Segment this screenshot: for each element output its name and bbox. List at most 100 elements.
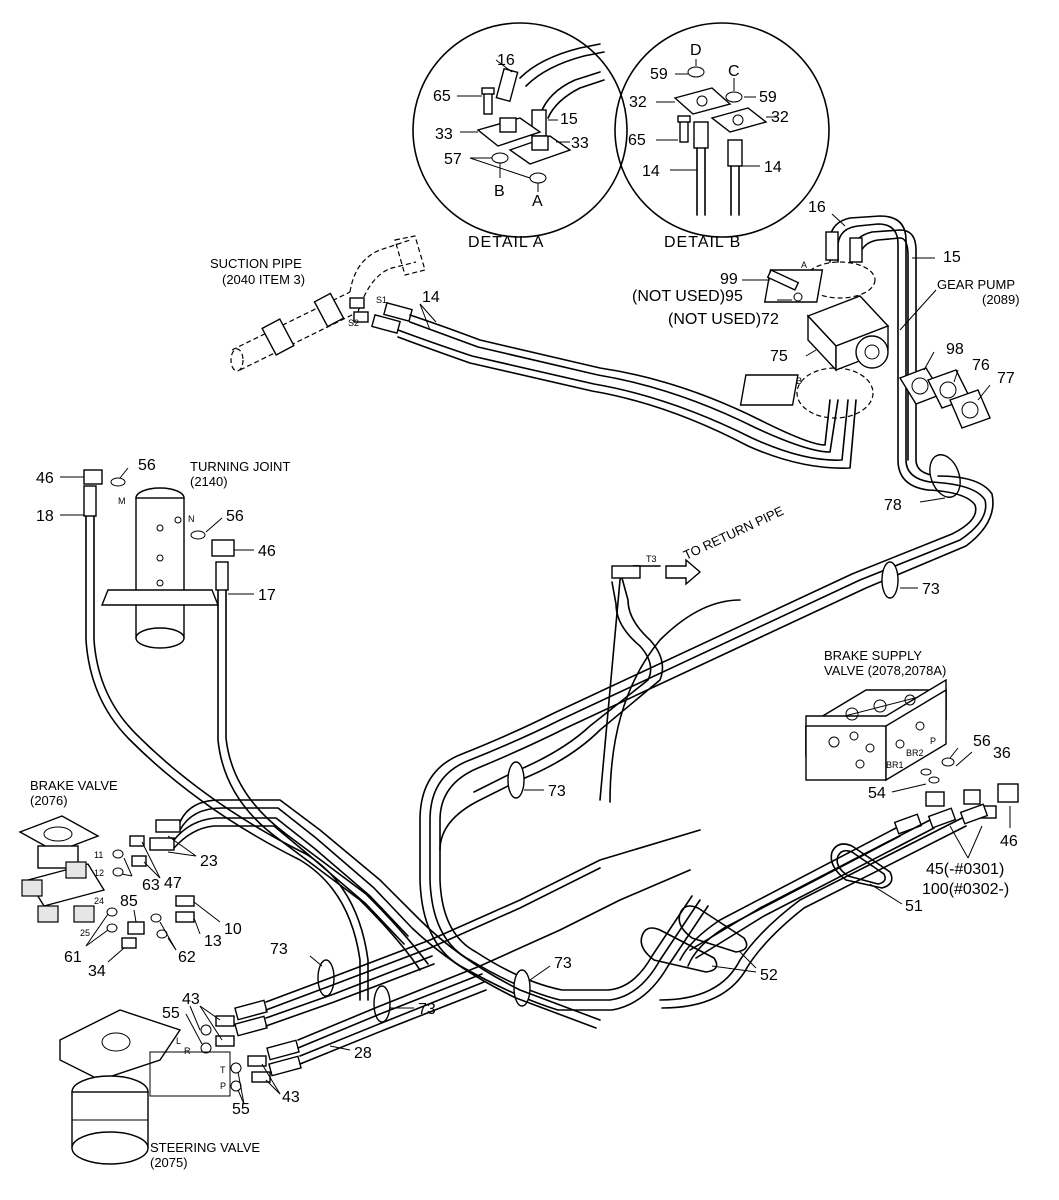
return-pipe-label: TO RETURN PIPE xyxy=(681,503,786,563)
callout-98: 98 xyxy=(946,341,964,358)
protectors: 51 52 xyxy=(640,843,923,984)
not-used-72: (NOT USED)72 xyxy=(668,311,779,328)
hoses-45-100: 45(-#0301) 100(#0302-) xyxy=(659,803,1009,1009)
brake-valve: BRAKE VALVE (2076) 11 12 24 25 23 63 4 xyxy=(18,778,601,1029)
callout-46-top: 46 xyxy=(36,470,54,487)
callout-63: 63 xyxy=(142,877,160,894)
detail-b-label-32-left: 32 xyxy=(629,94,647,111)
port-s1: S1 xyxy=(376,295,387,305)
callout-62: 62 xyxy=(178,949,196,966)
callout-100: 100(#0302-) xyxy=(922,881,1009,898)
callout-15: 15 xyxy=(943,249,961,266)
callout-10: 10 xyxy=(224,921,242,938)
main-hose-run: 78 xyxy=(419,454,994,1011)
detail-b-label-d: D xyxy=(690,42,702,59)
brake-supply-valve: BR1 BR2 P BRAKE SUPPLY VALVE (2078,2078A… xyxy=(805,648,1019,850)
callout-54: 54 xyxy=(868,785,886,802)
detail-a-label-33-right: 33 xyxy=(571,135,589,152)
port-24: 24 xyxy=(94,896,104,906)
detail-b-label-59-left: 59 xyxy=(650,66,668,83)
turning-joint: M N TURNING JOINT (2140) 46 56 18 56 46 … xyxy=(36,457,429,1001)
callout-18: 18 xyxy=(36,508,54,525)
detail-b-title: DETAIL B xyxy=(664,234,741,251)
port-b-pump: B xyxy=(796,376,802,386)
callout-51: 51 xyxy=(905,898,923,915)
detail-b-label-14-right: 14 xyxy=(764,159,782,176)
callout-45: 45(-#0301) xyxy=(926,861,1004,878)
detail-b-label-c: C xyxy=(728,63,740,80)
callout-34: 34 xyxy=(88,963,106,980)
return-pipe: T3 TO RETURN PIPE xyxy=(439,503,786,851)
steering-valve-label: STEERING VALVE xyxy=(150,1140,260,1155)
callout-23: 23 xyxy=(200,853,218,870)
callout-52: 52 xyxy=(760,967,778,984)
callout-14: 14 xyxy=(422,289,440,306)
port-25: 25 xyxy=(80,928,90,938)
detail-b-label-59-right: 59 xyxy=(759,89,777,106)
detail-a-label-33-left: 33 xyxy=(435,126,453,143)
callout-56-mid: 56 xyxy=(226,508,244,525)
port-br2: BR2 xyxy=(906,748,924,758)
detail-a-label-b: B xyxy=(494,183,505,200)
detail-a-label-a: A xyxy=(532,193,543,210)
suction-pipe-ref: (2040 ITEM 3) xyxy=(222,272,305,287)
callout-56-supply: 56 xyxy=(973,733,991,750)
detail-b-label-32-right: 32 xyxy=(771,109,789,126)
gear-pump-ref: (2089) xyxy=(982,292,1020,307)
callout-61: 61 xyxy=(64,949,82,966)
callout-47: 47 xyxy=(164,875,182,892)
port-br1: BR1 xyxy=(886,760,904,770)
callout-43-top: 43 xyxy=(182,991,200,1008)
callout-36: 36 xyxy=(993,745,1011,762)
callout-85: 85 xyxy=(120,893,138,910)
brake-supply-label: BRAKE SUPPLY xyxy=(824,648,922,663)
detail-a-label-16: 16 xyxy=(497,52,515,69)
brake-valve-ref: (2076) xyxy=(30,793,68,808)
gear-pump-label: GEAR PUMP xyxy=(937,277,1015,292)
detail-b-label-65: 65 xyxy=(628,132,646,149)
callout-73-d: 73 xyxy=(270,941,288,958)
callout-73-b: 73 xyxy=(548,783,566,800)
detail-a-label-65: 65 xyxy=(433,88,451,105)
detail-a-title: DETAIL A xyxy=(468,234,544,251)
detail-b: D 59 C 59 32 32 65 14 14 DETAIL B xyxy=(614,22,830,251)
callout-73-e: 73 xyxy=(418,1001,436,1018)
callout-55-top: 55 xyxy=(162,1005,180,1022)
suction-pipe: S1 S2 SUCTION PIPE (2040 ITEM 3) xyxy=(210,235,426,372)
port-12: 12 xyxy=(94,868,104,878)
detail-a: 16 65 15 33 33 57 B A DETAIL A xyxy=(412,22,628,251)
callout-56-top: 56 xyxy=(138,457,156,474)
port-p-supply: P xyxy=(930,736,936,746)
port-t: T xyxy=(220,1065,226,1075)
detail-a-label-57: 57 xyxy=(444,151,462,168)
turning-joint-ref: (2140) xyxy=(190,474,228,489)
port-r: R xyxy=(184,1046,191,1056)
callout-55-bottom: 55 xyxy=(232,1101,250,1118)
hose-14: 14 xyxy=(371,289,857,469)
callout-75: 75 xyxy=(770,348,788,365)
port-l: L xyxy=(176,1036,181,1046)
callout-43-bottom: 43 xyxy=(282,1089,300,1106)
steering-valve-ref: (2075) xyxy=(150,1155,188,1170)
callout-16: 16 xyxy=(808,199,826,216)
port-p: P xyxy=(220,1081,226,1091)
detail-b-label-14-left: 14 xyxy=(642,163,660,180)
detail-a-label-15: 15 xyxy=(560,111,578,128)
clamps-73: 73 73 73 73 73 xyxy=(270,561,940,1023)
callout-28: 28 xyxy=(354,1045,372,1062)
not-used-95: (NOT USED)95 xyxy=(632,288,743,305)
port-t3: T3 xyxy=(646,554,657,564)
brake-supply-ref: VALVE (2078,2078A) xyxy=(824,663,946,678)
callout-17: 17 xyxy=(258,587,276,604)
turning-joint-label: TURNING JOINT xyxy=(190,459,290,474)
callout-13: 13 xyxy=(204,933,222,950)
callout-76: 76 xyxy=(972,357,990,374)
port-n: N xyxy=(188,514,195,524)
steering-valve: L R T P STEERING VALVE (2075) 55 43 xyxy=(59,829,701,1170)
port-s2: S2 xyxy=(348,318,359,328)
port-a-pump: A xyxy=(801,260,807,270)
port-11: 11 xyxy=(94,850,103,860)
callout-99: 99 xyxy=(720,271,738,288)
